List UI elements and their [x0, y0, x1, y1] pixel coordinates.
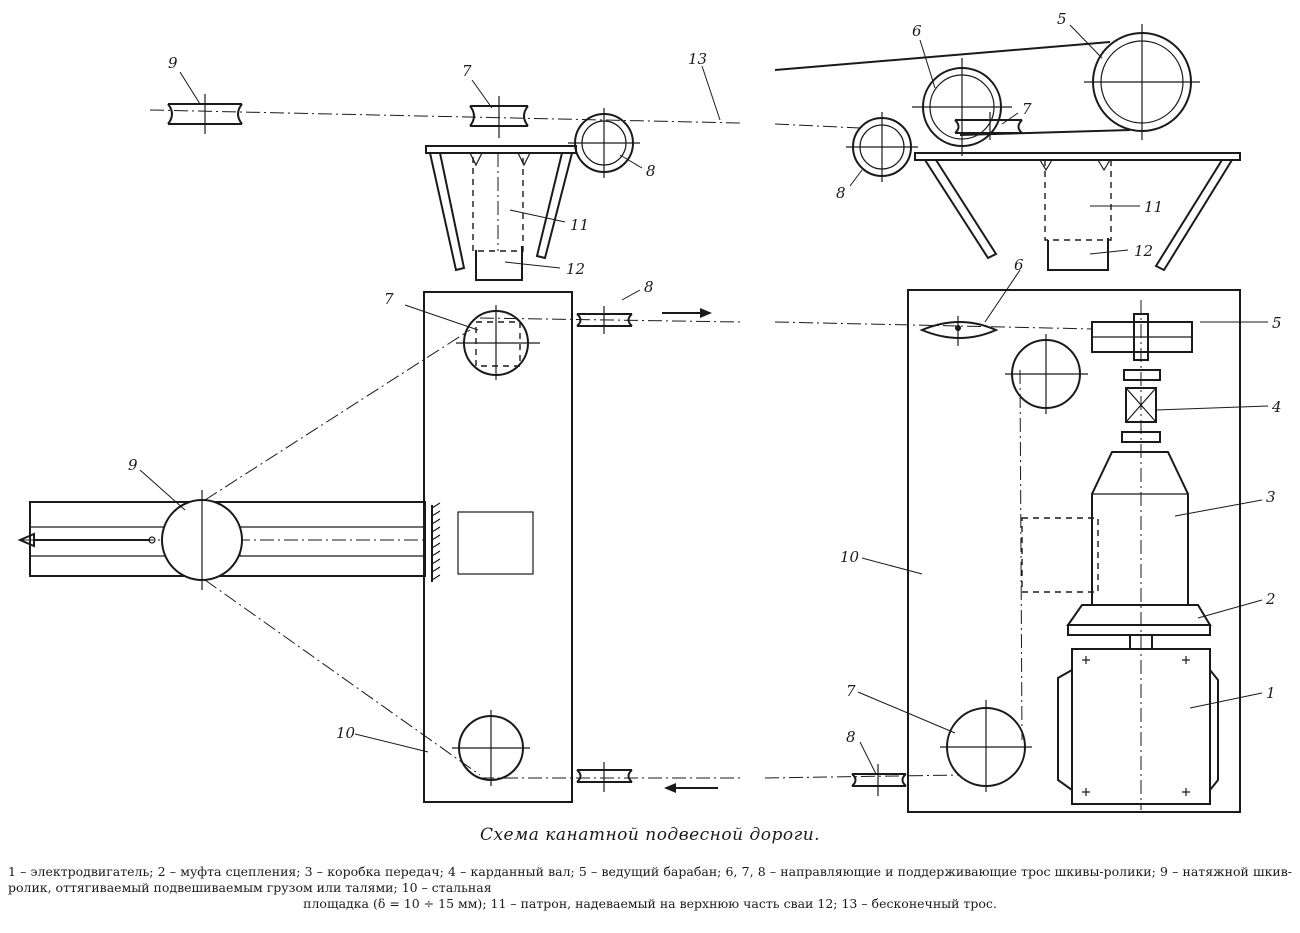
drive-cable-upper: [774, 41, 1111, 71]
drum-5-plan: [1091, 313, 1193, 361]
label-11-right: 11: [1144, 198, 1163, 216]
motor-1: [1057, 648, 1219, 805]
top-right-elevation: [774, 24, 1241, 272]
pulley-7-plan-bottom: [452, 710, 530, 786]
pulley-9-elevation: [167, 94, 243, 134]
legend-line-1: 1 – электродвигатель; 2 – муфта сцеплени…: [8, 864, 881, 879]
label-13: 13: [688, 50, 707, 68]
label-3: 3: [1266, 488, 1276, 506]
pulley-7-elevation: [469, 96, 529, 138]
label-12-left: 12: [566, 260, 585, 278]
label-6-top: 6: [912, 22, 922, 40]
cable-plan-return: [1019, 369, 1023, 741]
label-12-right: 12: [1134, 242, 1153, 260]
direction-arrow-right: [662, 308, 712, 318]
cable-to-pulley-7-bottom: [204, 579, 481, 776]
pulley-7-elevation-right: [954, 112, 1023, 140]
label-2: 2: [1265, 590, 1276, 608]
cable-top-right: [774, 123, 861, 129]
number-labels: 9 7 13 8 11 12 6 5 7 8 11 12 7 8 9 10 7 …: [128, 10, 1282, 746]
cable-top-left: [149, 109, 741, 124]
roller-8-plan-right: [851, 764, 907, 796]
chuck-11-right: [1044, 159, 1112, 241]
label-7-plan-left: 7: [384, 290, 394, 308]
plan-left-station: [17, 291, 741, 803]
pulley-7-plan-top: [456, 305, 540, 380]
label-7-top-right: 7: [1022, 100, 1032, 118]
cable-plan-upper-right: [774, 321, 1141, 331]
platform-10-right: [907, 289, 1241, 813]
drive-cable-lower: [959, 129, 1131, 136]
diagram-legend: 1 – электродвигатель; 2 – муфта сцеплени…: [8, 864, 1292, 912]
label-1: 1: [1266, 684, 1276, 702]
label-11-left: 11: [570, 216, 589, 234]
label-8-top-right: 8: [836, 184, 846, 202]
pulley-7-plan-right: [940, 700, 1032, 792]
label-9-top: 9: [168, 54, 178, 72]
pulley-6-elevation: [912, 58, 1012, 156]
roller-plan-right: [1005, 334, 1088, 414]
pulley-9-plan: [161, 490, 243, 590]
pile-plate-left: [457, 511, 534, 575]
roller-8-elevation: [568, 108, 640, 178]
cardan-shaft-4: [1121, 300, 1161, 810]
direction-arrow-left: [664, 783, 718, 793]
label-6-plan: 6: [1014, 256, 1024, 274]
label-10-left: 10: [336, 724, 356, 742]
leader-lines: [139, 24, 1269, 775]
plan-right-station: [764, 289, 1241, 813]
chuck-11-left: [472, 152, 524, 252]
roller-8-plan-upper: [576, 306, 633, 334]
legend-line-3: площадка (δ = 10 ÷ 15 мм); 11 – патрон, …: [303, 896, 997, 911]
drum-5-elevation: [1084, 24, 1200, 140]
pile-12-left: [475, 246, 523, 281]
gearbox-3: [1021, 451, 1189, 606]
cable-to-pulley-7-top: [204, 329, 471, 501]
pile-12-right: [1047, 238, 1109, 271]
label-4: 4: [1271, 398, 1282, 416]
legend-line-2: и поддерживающие трос шкивы-ролики; 9 – …: [8, 864, 1293, 895]
label-8-top-left: 8: [646, 162, 656, 180]
label-9-plan: 9: [128, 456, 138, 474]
label-8-plan-right: 8: [846, 728, 856, 746]
top-left-elevation: [149, 94, 741, 281]
pulley-6-plan: [919, 316, 999, 346]
roller-8-plan-lower: [576, 762, 633, 792]
cableway-diagram: 9 7 13 8 11 12 6 5 7 8 11 12 7 8 9 10 7 …: [17, 10, 1282, 813]
diagram-caption: Схема канатной подвесной дороги.: [479, 825, 821, 845]
platform-support-right: [914, 152, 1241, 272]
label-10-right: 10: [840, 548, 860, 566]
cable-plan-lower-right: [764, 774, 961, 779]
platform-10-left: [423, 291, 573, 803]
roller-8-elevation-right: [846, 112, 918, 182]
label-7-top: 7: [462, 62, 472, 80]
label-7-plan-right: 7: [846, 682, 856, 700]
label-5-plan: 5: [1272, 314, 1282, 332]
label-5-top: 5: [1057, 10, 1067, 28]
label-8-plan-left: 8: [644, 278, 654, 296]
cable-plan-upper-left: [479, 317, 741, 323]
clutch-2: [1066, 604, 1212, 650]
